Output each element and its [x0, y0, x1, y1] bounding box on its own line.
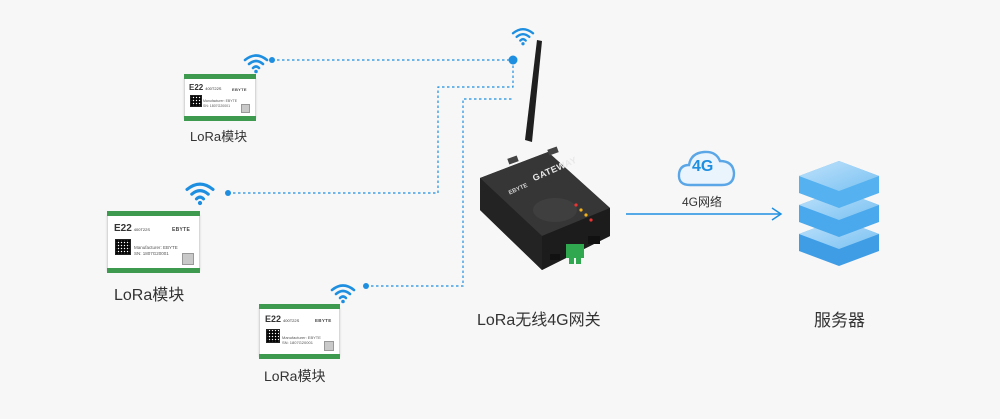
- gateway-caption: LoRa无线4G网关: [477, 312, 601, 329]
- antenna: [525, 40, 542, 142]
- wifi-icon: [511, 28, 535, 46]
- gateway-antenna-dot: [508, 55, 518, 65]
- link-module-2: [228, 60, 514, 194]
- module-brand: EBYTE: [315, 318, 332, 323]
- module-brand: EBYTE: [172, 227, 191, 233]
- pcb-edge: [184, 74, 256, 79]
- qr-code: [190, 95, 202, 107]
- gateway-device: [480, 40, 610, 270]
- server-icon: [799, 161, 879, 266]
- link-module-3: [366, 98, 513, 287]
- module-caption: LoRa模块: [264, 368, 326, 384]
- pcb-edge: [184, 116, 256, 121]
- wifi-icon: [330, 284, 356, 304]
- cloud-label: 4G: [692, 158, 714, 175]
- module-caption: LoRa模块: [114, 287, 185, 304]
- server-caption: 服务器: [814, 311, 865, 330]
- antenna-pad: [182, 253, 194, 265]
- pcb-edge: [259, 304, 340, 309]
- server-layer: [799, 161, 879, 208]
- link-dot-3: [363, 283, 369, 289]
- wifi-icon: [185, 182, 215, 206]
- qr-code: [115, 239, 131, 255]
- network-arrow-head: [771, 207, 783, 221]
- pcb-edge: [259, 354, 340, 359]
- qr-code: [266, 329, 280, 343]
- wifi-icon: [243, 54, 269, 74]
- module-brand: EBYTE: [232, 87, 247, 92]
- pcb-edge: [107, 268, 200, 273]
- module-caption: LoRa模块: [190, 129, 248, 144]
- link-dot-1: [269, 57, 275, 63]
- antenna-pad: [324, 341, 334, 351]
- pcb-edge: [107, 211, 200, 216]
- antenna-pad: [241, 104, 250, 113]
- cloud-icon: [677, 150, 736, 187]
- link-dot-2: [225, 190, 231, 196]
- network-label: 4G网络: [682, 195, 723, 209]
